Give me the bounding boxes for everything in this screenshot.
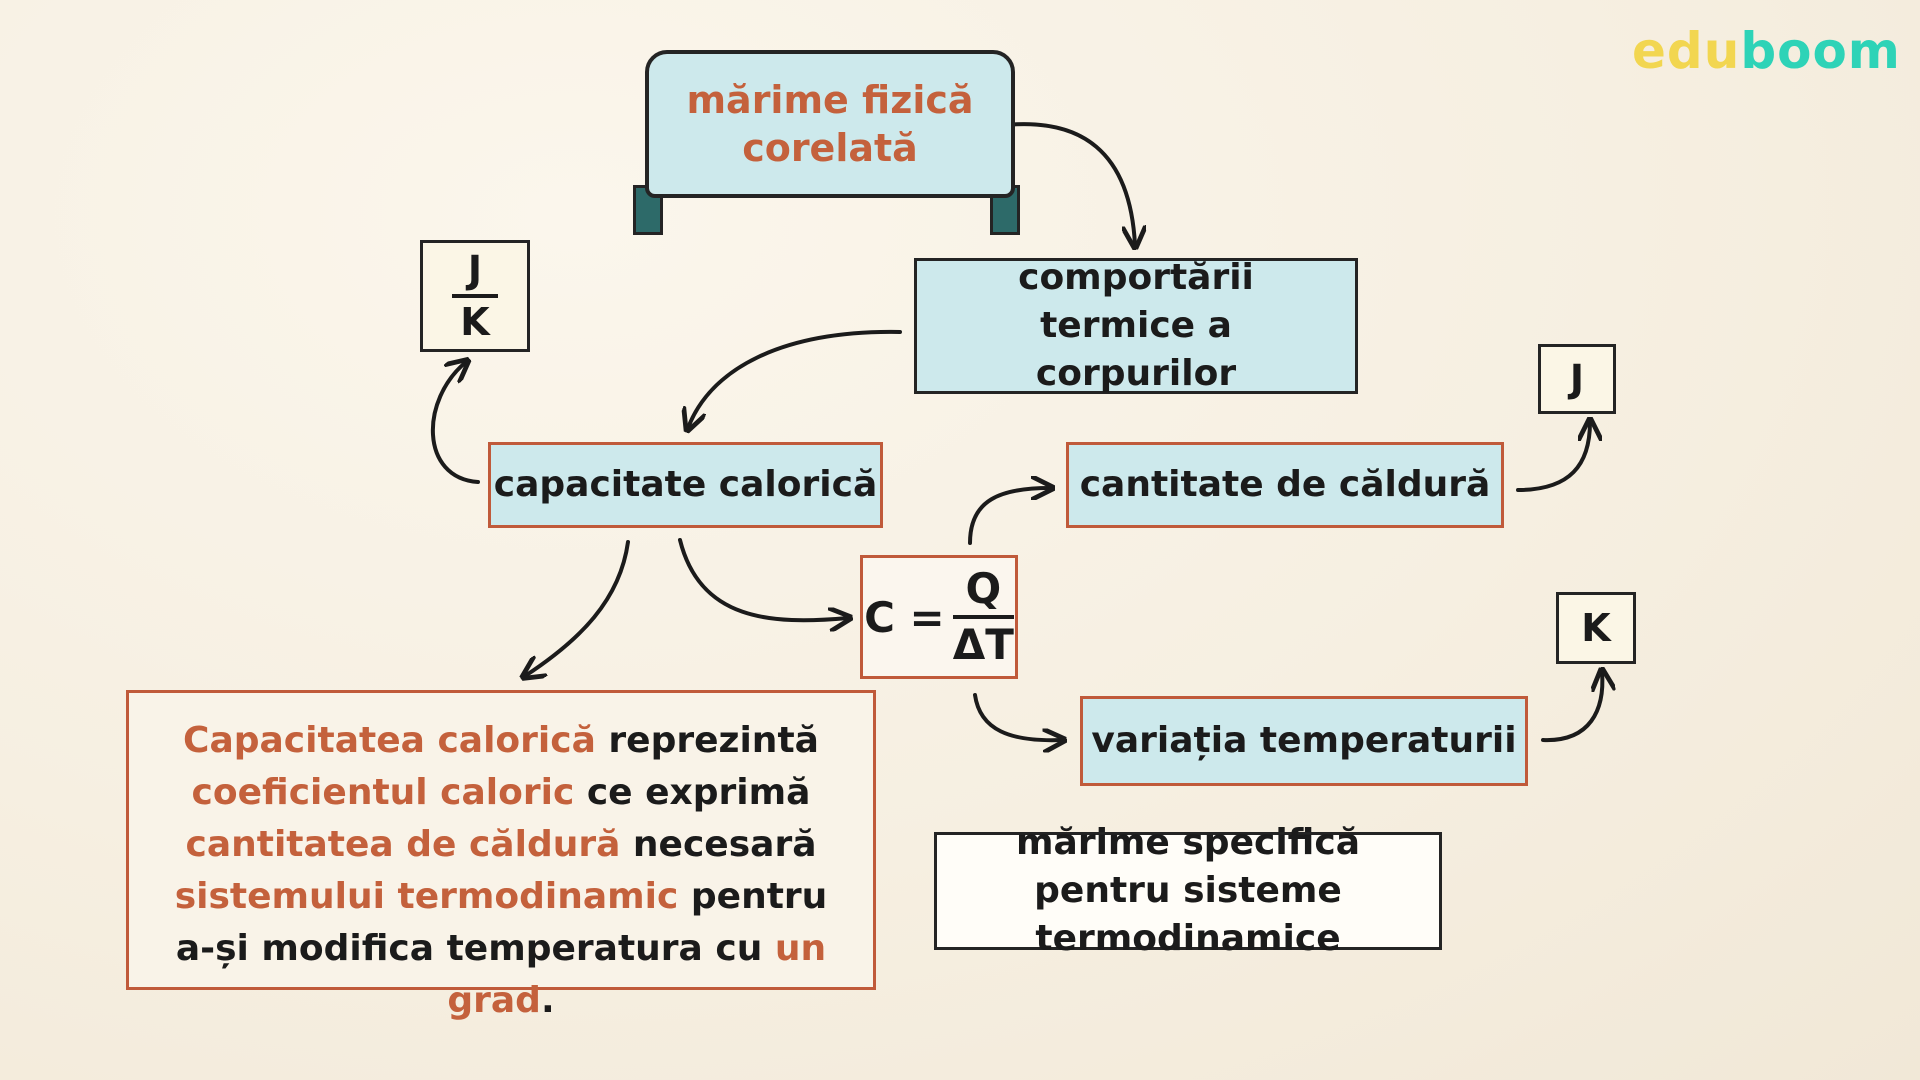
formula-fraction: Q ΔT [952,564,1014,669]
arrow-ribbon-to-behavior [1003,122,1135,245]
arrow-heat-capacity-to-unit [431,362,480,484]
heat-capacity-unit-box: J K [420,240,530,352]
formula-lhs: C = [864,592,945,642]
arrow-heat-capacity-to-definition [525,540,630,676]
arrow-heat-capacity-to-formula [678,538,848,620]
temperature-variation-box: variația temperaturii [1080,696,1528,786]
joule-unit-box: J [1538,344,1616,414]
heat-capacity-box: capacitate calorică [488,442,883,528]
kelvin-unit-box: K [1556,592,1636,664]
thermal-behavior-box: comportării termice a corpurilor [914,257,1358,394]
related-quantity-ribbon: mărime fizică corelată [645,50,1015,198]
heat-capacity-definition: Capacitatea calorică reprezintă coeficie… [126,690,876,1021]
joule-per-kelvin-fraction: J K [452,248,498,344]
formula-numerator: Q [965,564,1002,613]
arrow-behavior-to-heat-capacity [688,329,902,428]
arrow-formula-to-heat-quantity [968,488,1050,545]
formula-denominator: ΔT [952,620,1014,669]
arrow-temperature-to-unit [1541,672,1602,743]
eduboom-logo: eduboom [1632,22,1901,80]
heat-quantity-box: cantitate de căldură [1066,442,1504,528]
specific-quantity-box: mărime specifică pentru sisteme termodin… [934,822,1442,959]
arrow-heat-quantity-to-unit [1516,422,1590,492]
heat-capacity-formula: C = Q ΔT [860,555,1018,679]
arrow-formula-to-temperature-variation [973,693,1062,740]
